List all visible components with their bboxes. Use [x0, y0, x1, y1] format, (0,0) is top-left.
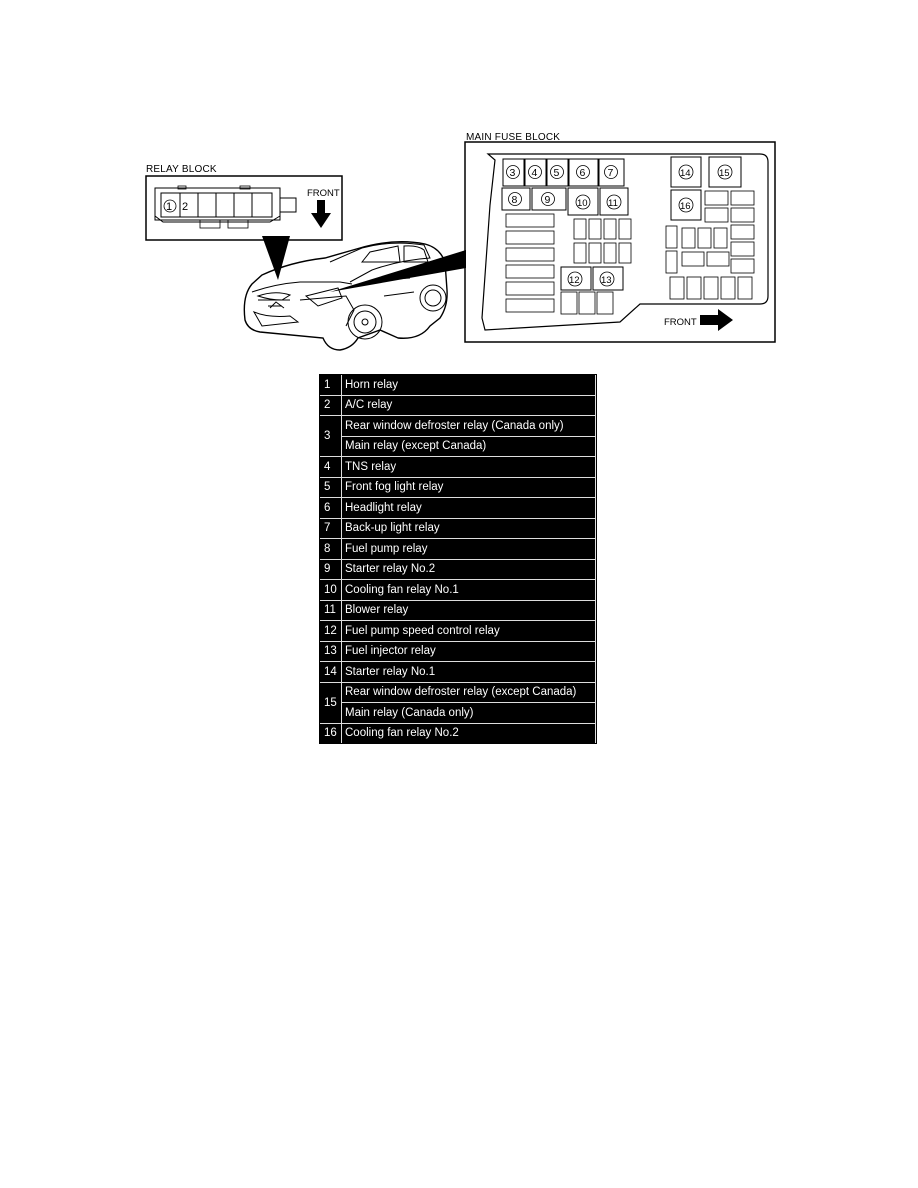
legend-description: Horn relay [341, 375, 596, 396]
fuse-slot-5: 5 [554, 167, 560, 179]
legend-number: 1 [320, 375, 342, 396]
relay-block-label: RELAY BLOCK [146, 164, 217, 175]
relay-block-panel [145, 175, 343, 241]
legend-number: 10 [320, 579, 342, 601]
legend-row: Main relay (except Canada) [320, 436, 596, 457]
legend-number: 13 [320, 641, 342, 662]
legend-number: 11 [320, 600, 342, 621]
legend-description: Cooling fan relay No.2 [341, 723, 596, 743]
legend-description: Rear window defroster relay (except Cana… [341, 682, 596, 703]
main-fuse-block-label: MAIN FUSE BLOCK [466, 132, 561, 143]
legend-number: 5 [320, 477, 342, 498]
legend-row: Main relay (Canada only) [320, 702, 596, 724]
legend-description: Blower relay [341, 600, 596, 621]
fuse-slot-15: 15 [719, 168, 730, 179]
car-illustration [243, 241, 448, 351]
legend-description: Fuel pump relay [341, 538, 596, 560]
fuse-leader-line [330, 250, 466, 292]
front-right-arrow-icon [700, 309, 733, 331]
main-fuse-block-panel [464, 141, 776, 343]
legend-number: 14 [320, 661, 342, 683]
legend-number: 8 [320, 538, 342, 560]
legend-description: Rear window defroster relay (Canada only… [341, 415, 596, 437]
fuse-slot-11: 11 [608, 198, 618, 209]
relay-block-slot-labels: 1 2 [163, 199, 188, 213]
relay-slot-1: 1 [166, 201, 172, 213]
legend-number: 9 [320, 559, 342, 580]
fuse-front-label: FRONT [664, 317, 697, 328]
fuse-slot-7: 7 [608, 167, 614, 179]
legend-description: Starter relay No.2 [341, 559, 596, 580]
fuse-slot-12: 12 [569, 275, 580, 286]
fuse-relay-boxes [501, 156, 742, 291]
legend-description: Fuel pump speed control relay [341, 620, 596, 642]
relay-slot-2: 2 [182, 201, 188, 213]
legend-description: Front fog light relay [341, 477, 596, 498]
fuse-slot-10: 10 [577, 198, 588, 209]
legend-description: Headlight relay [341, 497, 596, 519]
legend-description: Starter relay No.1 [341, 661, 596, 683]
legend-number: 7 [320, 518, 342, 539]
relay-leader-line [262, 236, 290, 280]
fuse-slot-6: 6 [580, 167, 586, 179]
fuse-slot-9: 9 [545, 194, 551, 206]
legend-description: Main relay (Canada only) [341, 702, 596, 724]
legend-number: 6 [320, 497, 342, 519]
legend-description: A/C relay [341, 395, 596, 416]
legend-number: 2 [320, 395, 342, 416]
relay-front-label: FRONT [307, 188, 340, 199]
fuse-slot-14: 14 [680, 168, 691, 179]
fuse-slot-13: 13 [601, 275, 612, 286]
legend-number: 3 [320, 415, 342, 457]
legend-number: 4 [320, 456, 342, 478]
main-fuse-outline [481, 153, 769, 331]
legend-number: 15 [320, 682, 342, 724]
front-down-arrow-icon [311, 200, 331, 228]
fuse-slot-3: 3 [510, 167, 516, 179]
legend-number: 12 [320, 620, 342, 642]
relay-location-diagram: 1 2 FRONT [145, 141, 776, 351]
fuse-block-slot-labels: 3 4 5 6 7 8 9 10 11 12 13 14 15 16 [506, 164, 733, 287]
legend-description: Cooling fan relay No.1 [341, 579, 596, 601]
fuse-slot-8: 8 [512, 194, 518, 206]
legend-description: TNS relay [341, 456, 596, 478]
fuse-slot-16: 16 [680, 201, 691, 212]
legend-description: Fuel injector relay [341, 641, 596, 662]
legend-description: Main relay (except Canada) [341, 436, 596, 457]
fuse-slot-4: 4 [532, 167, 538, 179]
fuse-small-rectangles [505, 190, 755, 315]
legend-number: 16 [320, 723, 342, 743]
legend-description: Back-up light relay [341, 518, 596, 539]
